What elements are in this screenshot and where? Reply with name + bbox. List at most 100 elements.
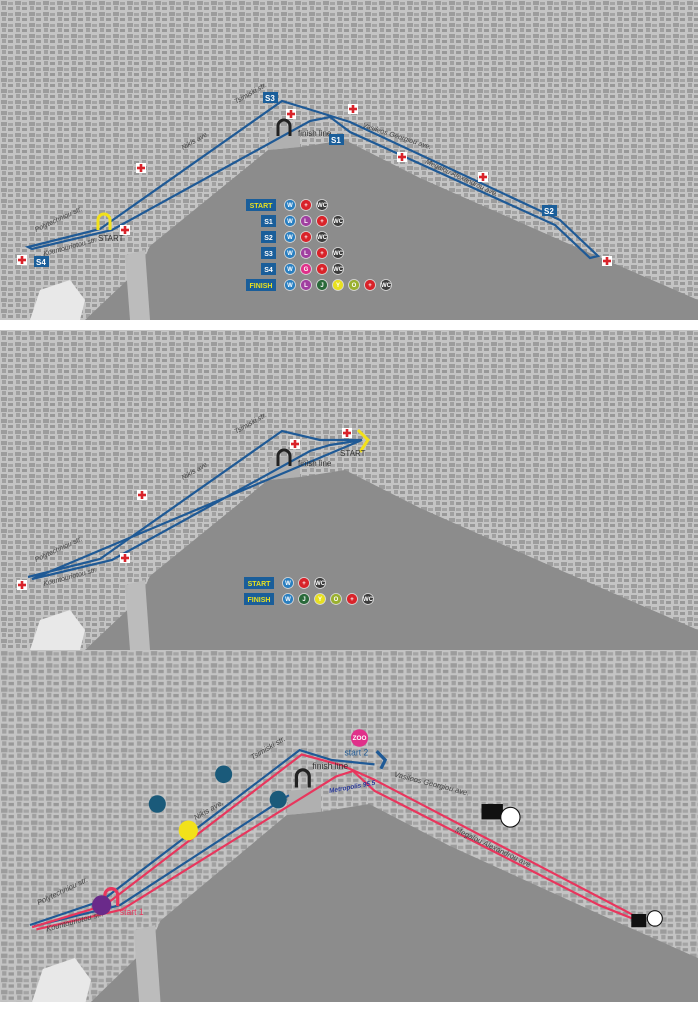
start-2-arch-icon (375, 750, 388, 770)
start-label: START (340, 449, 366, 458)
start-1-label: start 1 (120, 907, 144, 917)
route-blue (29, 748, 375, 927)
svg-text:W: W (285, 581, 291, 587)
legend-label: S2 (264, 235, 273, 242)
route-loop (27, 429, 363, 581)
legend-label: S4 (264, 267, 273, 274)
svg-text:+: + (302, 581, 306, 587)
svg-text:WC: WC (317, 235, 328, 241)
svg-text:WC: WC (381, 283, 392, 289)
svg-text:W: W (287, 203, 293, 209)
map-panel-3: start 1 start 2 finish line Metropolis 9… (0, 650, 698, 1002)
svg-text:+: + (320, 219, 324, 225)
svg-text:G: G (304, 267, 309, 273)
legend-icon-y (314, 593, 326, 605)
legend-icon-wc (332, 263, 344, 275)
legend-icon-l (300, 279, 312, 291)
svg-text:S1: S1 (331, 136, 341, 145)
svg-text:WC: WC (333, 251, 344, 257)
station-s2: S2 (542, 205, 557, 216)
legend-icon-w (284, 263, 296, 275)
svg-text:J: J (302, 597, 305, 603)
legend-icon-first-aid (300, 199, 312, 211)
svg-text:WC: WC (333, 267, 344, 273)
legend-icon-first-aid (316, 263, 328, 275)
start-label: START (98, 234, 124, 243)
sponsor-logos (92, 765, 663, 928)
route-loop (24, 99, 601, 260)
legend-icon-wc (314, 577, 326, 589)
svg-text:+: + (304, 203, 308, 209)
legend-panel-2: START W + WC FINISH W J Y O + WC (244, 577, 374, 605)
legend-icon-first-aid (346, 593, 358, 605)
legend-icon-first-aid (300, 231, 312, 243)
legend-icon-j (316, 279, 328, 291)
svg-text:W: W (287, 267, 293, 273)
legend-icon-l (300, 247, 312, 259)
legend-row: S4 W G + WC (261, 263, 344, 275)
svg-text:L: L (304, 251, 308, 257)
svg-text:WC: WC (315, 581, 326, 587)
legend-icon-w (284, 231, 296, 243)
legend-icon-first-aid (298, 577, 310, 589)
sponsor-zoo-logo: ZOO (350, 729, 369, 747)
legend-label: FINISH (248, 597, 271, 604)
legend-icon-wc (362, 593, 374, 605)
legend-icon-wc (332, 247, 344, 259)
legend-row: START W + WC (244, 577, 326, 589)
legend-icon-wc (380, 279, 392, 291)
station-s1: S1 (329, 134, 344, 145)
svg-text:W: W (287, 251, 293, 257)
legend-icon-first-aid (364, 279, 376, 291)
svg-text:W: W (287, 283, 293, 289)
legend-icon-first-aid (316, 215, 328, 227)
finish-label: finish line (312, 761, 348, 771)
start-arch-icon (356, 428, 370, 453)
svg-text:W: W (287, 219, 293, 225)
svg-text:+: + (350, 597, 354, 603)
legend-label: START (250, 203, 274, 210)
legend-row: START W + WC (246, 199, 328, 211)
legend-label: S3 (264, 251, 273, 258)
svg-text:+: + (320, 251, 324, 257)
legend-icon-first-aid (316, 247, 328, 259)
legend-icon-wc (316, 199, 328, 211)
legend-label: S1 (264, 219, 273, 226)
legend-icon-wc (316, 231, 328, 243)
svg-text:WC: WC (333, 219, 344, 225)
legend-icon-w (282, 593, 294, 605)
svg-text:+: + (320, 267, 324, 273)
legend-icon-w (284, 199, 296, 211)
legend-icon-o (330, 593, 342, 605)
legend-icon-y (332, 279, 344, 291)
legend-icon-o (348, 279, 360, 291)
svg-text:Y: Y (336, 283, 340, 289)
legend-label: START (248, 581, 272, 588)
svg-text:WC: WC (317, 203, 328, 209)
station-s4: S4 (34, 256, 49, 267)
svg-text:L: L (304, 283, 308, 289)
svg-text:O: O (334, 597, 339, 603)
legend-icon-wc (332, 215, 344, 227)
finish-label: finish line (298, 459, 332, 468)
route-blue-2 (33, 794, 290, 928)
svg-text:O: O (352, 283, 357, 289)
svg-text:S3: S3 (265, 94, 275, 103)
station-s3: S3 (263, 92, 278, 103)
svg-text:W: W (285, 597, 291, 603)
svg-text:S4: S4 (36, 258, 46, 267)
legend-icon-w (284, 215, 296, 227)
svg-text:Y: Y (318, 597, 322, 603)
legend-icon-w (284, 247, 296, 259)
legend-row: S3 W L + WC (261, 247, 344, 259)
legend-icon-w (284, 279, 296, 291)
svg-text:S2: S2 (544, 207, 554, 216)
map-panel-1: START finish line Tsimiski str. Nikis av… (0, 0, 698, 320)
finish-label: finish line (298, 129, 332, 138)
